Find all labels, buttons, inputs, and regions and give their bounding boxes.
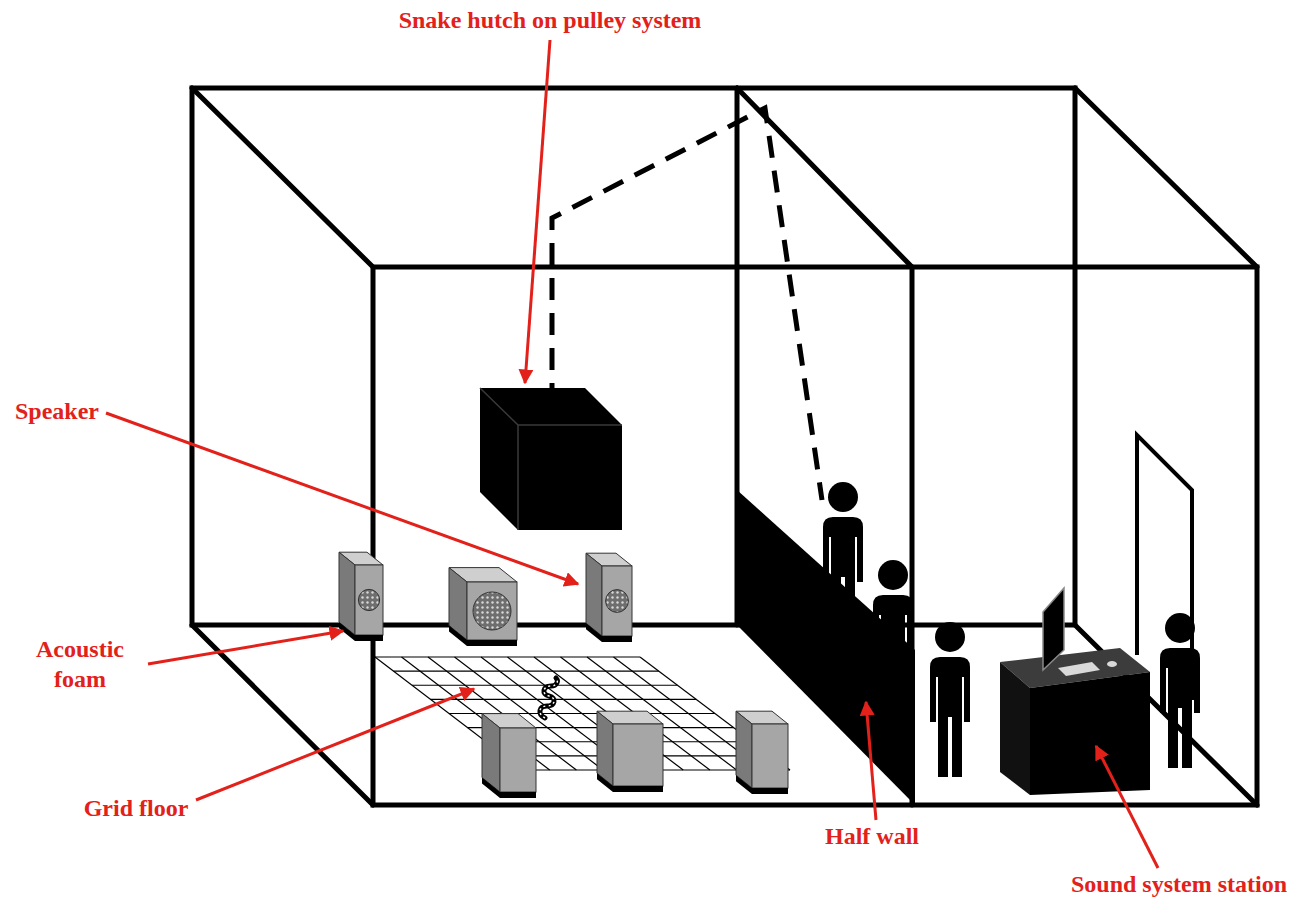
part-label: Grid floor [84, 793, 189, 823]
leader-line [866, 702, 876, 820]
speaker-front [613, 724, 663, 786]
leader-line [148, 631, 343, 664]
speaker-base [586, 623, 632, 642]
leader-line [525, 40, 550, 383]
person-body [930, 657, 970, 777]
partition-edge [737, 88, 912, 267]
speaker-front [355, 565, 383, 635]
room-frame [192, 88, 1257, 805]
leader-lines [106, 40, 1158, 868]
part-label: Sound system station [1071, 869, 1287, 899]
acoustic-foam [736, 711, 752, 788]
speaker [339, 552, 383, 641]
person [930, 622, 970, 777]
speaker-base [339, 622, 383, 641]
half-wall [737, 490, 915, 805]
grid-line [375, 656, 640, 657]
back-wall [192, 88, 1075, 625]
part-label: Acoustic foam [14, 634, 146, 694]
part-label: Snake hutch on pulley system [399, 5, 702, 35]
speaker-base [449, 626, 517, 646]
acoustic-foam [597, 711, 613, 786]
door-frame [1137, 435, 1192, 700]
speaker-base [736, 775, 788, 794]
speakers [339, 552, 788, 798]
person-head [878, 560, 908, 590]
acoustic-foam [586, 553, 602, 636]
speaker-front [500, 728, 536, 792]
grid-floor [375, 657, 790, 770]
desk-side [1000, 662, 1030, 795]
snake [540, 678, 557, 718]
part-label: Half wall [825, 821, 919, 851]
grid-line [394, 671, 659, 672]
person-head [935, 622, 965, 652]
door [1137, 435, 1192, 700]
snake-hutch [480, 388, 622, 530]
person-head [828, 482, 858, 512]
speaker [449, 568, 517, 646]
front-frame [373, 267, 1257, 805]
leader-line [106, 413, 578, 584]
sound-system-station [1000, 588, 1150, 795]
speaker-grille [606, 590, 629, 613]
speaker [482, 714, 536, 798]
speaker-base [482, 778, 536, 798]
speaker [586, 553, 632, 642]
snake-pattern [540, 678, 557, 718]
desk-front [1030, 672, 1150, 795]
speaker [736, 711, 788, 794]
hutch-edge [480, 388, 622, 425]
speaker-front [602, 566, 632, 636]
speaker-front [467, 582, 517, 640]
hutch-edge [517, 425, 519, 530]
mouse [1107, 661, 1117, 667]
frame-edge [1075, 88, 1257, 267]
keyboard [1058, 662, 1100, 676]
speaker-front [752, 724, 788, 788]
speaker-grille [358, 589, 379, 610]
speaker-base [597, 773, 663, 792]
speaker [597, 711, 663, 792]
frame-edge [192, 88, 373, 267]
part-label: Speaker [15, 396, 99, 426]
speaker-grille [473, 592, 511, 630]
leader-line [196, 689, 474, 800]
hutch-body [480, 388, 622, 530]
leader-line [1096, 746, 1158, 868]
acoustic-foam [339, 552, 355, 635]
grid-line [431, 699, 697, 700]
monitor [1043, 588, 1064, 670]
